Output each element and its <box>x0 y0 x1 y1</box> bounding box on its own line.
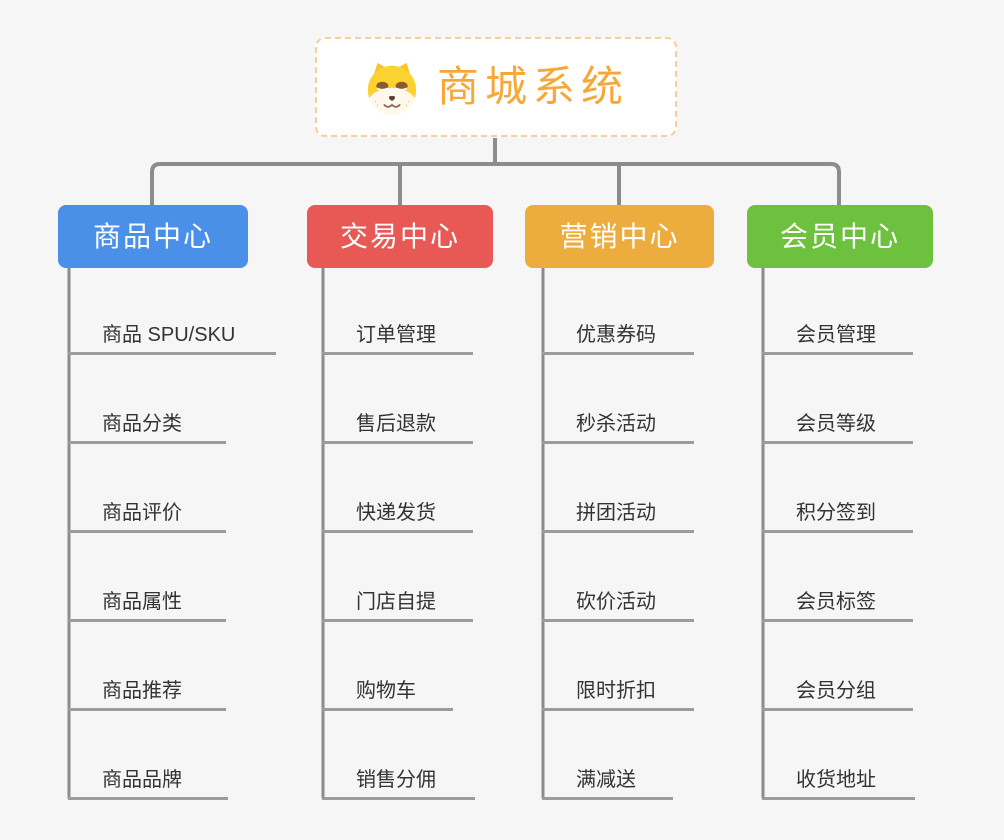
leaf-node[interactable]: 销售分佣 <box>322 752 475 800</box>
leaf-label: 砍价活动 <box>576 591 656 613</box>
leaf-label: 商品品牌 <box>102 769 182 791</box>
leaf-node[interactable]: 商品推荐 <box>68 663 226 711</box>
leaf-node[interactable]: 满减送 <box>542 752 673 800</box>
leaf-label: 拼团活动 <box>576 502 656 524</box>
leaf-node[interactable]: 优惠券码 <box>542 307 694 355</box>
leaf-node[interactable]: 拼团活动 <box>542 485 694 533</box>
branch-node-marketing-center[interactable]: 营销中心 <box>525 205 714 268</box>
root-node[interactable]: 商城系统 <box>315 37 677 137</box>
branch-label: 交易中心 <box>339 220 460 252</box>
leaf-node[interactable]: 快递发货 <box>322 485 473 533</box>
branch-label: 营销中心 <box>559 220 680 252</box>
leaf-label: 商品评价 <box>102 502 182 524</box>
leaf-node[interactable]: 会员分组 <box>762 663 913 711</box>
leaf-label: 购物车 <box>356 680 416 702</box>
leaf-label: 销售分佣 <box>356 769 436 791</box>
leaf-node[interactable]: 商品品牌 <box>68 752 228 800</box>
leaf-node[interactable]: 门店自提 <box>322 574 473 622</box>
leaf-label: 积分签到 <box>796 502 876 524</box>
branch-label: 商品中心 <box>92 220 213 252</box>
leaf-label: 订单管理 <box>356 324 436 346</box>
leaf-label: 商品属性 <box>102 591 182 613</box>
leaf-label: 会员标签 <box>796 591 876 613</box>
branch-label: 会员中心 <box>779 220 900 252</box>
dog-face-icon <box>367 62 417 115</box>
leaf-label: 快递发货 <box>356 502 436 524</box>
leaf-node[interactable]: 积分签到 <box>762 485 913 533</box>
leaf-label: 秒杀活动 <box>576 413 656 435</box>
leaf-label: 满减送 <box>576 769 636 791</box>
leaf-node[interactable]: 会员等级 <box>762 396 913 444</box>
leaf-node[interactable]: 商品分类 <box>68 396 226 444</box>
leaf-label: 会员等级 <box>796 413 876 435</box>
leaf-node[interactable]: 订单管理 <box>322 307 473 355</box>
leaf-node[interactable]: 会员标签 <box>762 574 913 622</box>
branch-node-member-center[interactable]: 会员中心 <box>747 205 933 268</box>
leaf-node[interactable]: 商品 SPU/SKU <box>68 307 276 355</box>
leaf-label: 售后退款 <box>356 413 436 435</box>
branch-node-product-center[interactable]: 商品中心 <box>58 205 248 268</box>
leaf-label: 优惠券码 <box>576 324 656 346</box>
leaf-node[interactable]: 砍价活动 <box>542 574 694 622</box>
leaf-label: 限时折扣 <box>576 680 656 702</box>
leaf-label: 会员分组 <box>796 680 876 702</box>
root-title: 商城系统 <box>436 63 629 110</box>
branch-node-trade-center[interactable]: 交易中心 <box>307 205 493 268</box>
leaf-node[interactable]: 收货地址 <box>762 752 915 800</box>
leaf-label: 门店自提 <box>356 591 436 613</box>
leaf-node[interactable]: 购物车 <box>322 663 453 711</box>
leaf-label: 会员管理 <box>796 324 876 346</box>
leaf-node[interactable]: 会员管理 <box>762 307 913 355</box>
leaf-node[interactable]: 售后退款 <box>322 396 473 444</box>
leaf-label: 收货地址 <box>796 769 876 791</box>
leaf-node[interactable]: 秒杀活动 <box>542 396 694 444</box>
leaf-node[interactable]: 商品评价 <box>68 485 226 533</box>
leaf-label: 商品 SPU/SKU <box>102 324 236 346</box>
leaf-node[interactable]: 商品属性 <box>68 574 226 622</box>
leaf-label: 商品分类 <box>102 413 182 435</box>
leaf-node[interactable]: 限时折扣 <box>542 663 694 711</box>
leaf-label: 商品推荐 <box>102 680 182 702</box>
